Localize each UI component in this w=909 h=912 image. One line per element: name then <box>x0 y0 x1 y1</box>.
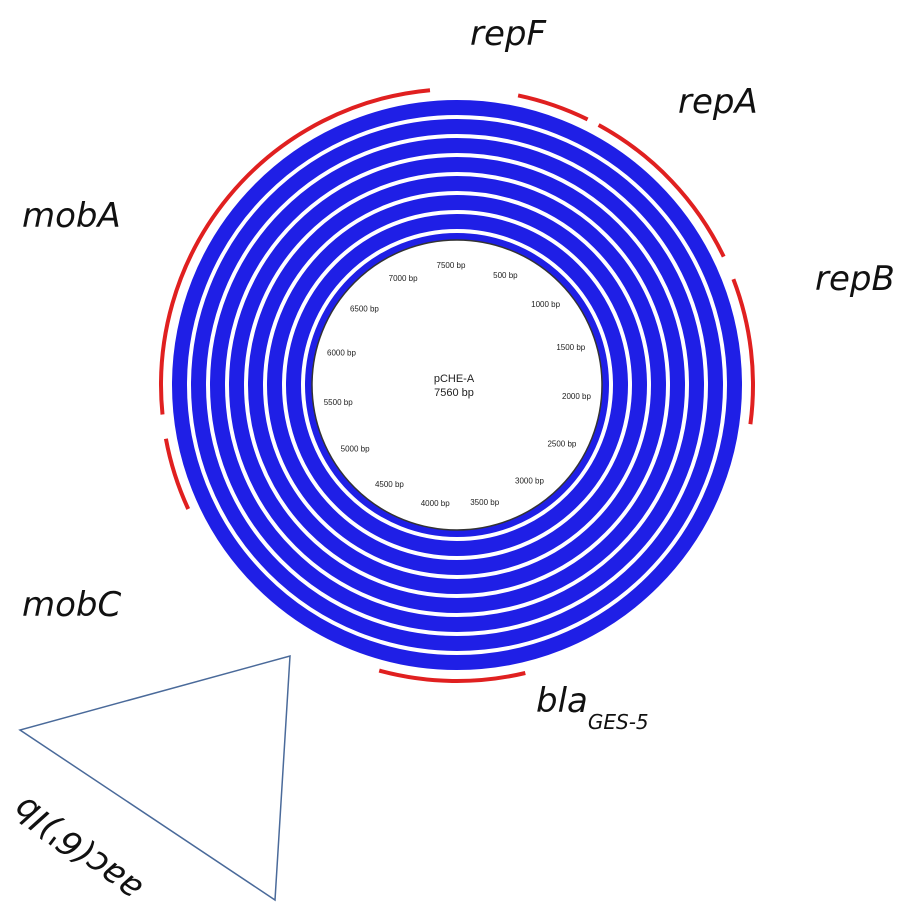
gene-label-mobA: mobA <box>22 196 121 236</box>
tick-labels: 500 bp 1000 bp 1500 bp 2000 bp 2500 bp 3000 b… <box>324 261 592 508</box>
tick-label: 5000 bp <box>341 444 370 453</box>
plasmid-name: pCHE-A <box>434 373 475 385</box>
tick-label: 4000 bp <box>421 499 450 508</box>
insert-triangle <box>18 654 291 902</box>
tick-label: 3500 bp <box>470 498 499 507</box>
gene-arcs <box>159 88 755 683</box>
gene-label-repF: repF <box>470 14 546 54</box>
gene-arc-mobC <box>163 438 191 510</box>
plasmid-ring <box>286 214 628 556</box>
tick-label: 7000 bp <box>389 274 418 283</box>
inner-disc <box>311 239 603 531</box>
tick-label: 1000 bp <box>531 300 560 309</box>
tick-label: 7500 bp <box>437 261 466 270</box>
plasmid-ring <box>172 100 742 670</box>
tick-label: 4500 bp <box>375 480 404 489</box>
plasmid-ring <box>248 176 666 594</box>
gene-label-bla: blaGES-5 <box>536 681 649 734</box>
tick-label: 2000 bp <box>562 392 591 401</box>
plasmid-ring <box>267 195 647 575</box>
plasmid-length: 7560 bp <box>434 387 474 399</box>
tick-label: 5500 bp <box>324 398 353 407</box>
gene-arc-repB <box>731 278 755 425</box>
gene-label-repB: repB <box>815 259 895 299</box>
gene-label-repA: repA <box>678 82 758 122</box>
tick-label: 500 bp <box>493 271 518 280</box>
tick-label: 6500 bp <box>350 305 379 314</box>
tick-label: 6000 bp <box>327 349 356 358</box>
gene-label-mobC: mobC <box>22 585 122 625</box>
insert-label-aac: aac(6')Ib <box>6 788 149 910</box>
plasmid-center-label: pCHE-A 7560 bp <box>434 373 475 399</box>
gene-arc-repF <box>517 93 589 122</box>
tick-label: 1500 bp <box>556 343 585 352</box>
gene-label-bla-main: bla <box>536 681 588 721</box>
gene-label-bla-subscript: GES-5 <box>588 710 649 734</box>
gene-arc-repA <box>597 123 726 258</box>
plasmid-ring <box>210 138 704 632</box>
tick-label: 2500 bp <box>547 439 576 448</box>
gene-arc-mobA <box>159 88 431 415</box>
plasmid-ring <box>229 157 685 613</box>
gene-arc-bla <box>378 668 526 683</box>
plasmid-ring <box>191 119 723 651</box>
tick-label: 3000 bp <box>515 477 544 486</box>
